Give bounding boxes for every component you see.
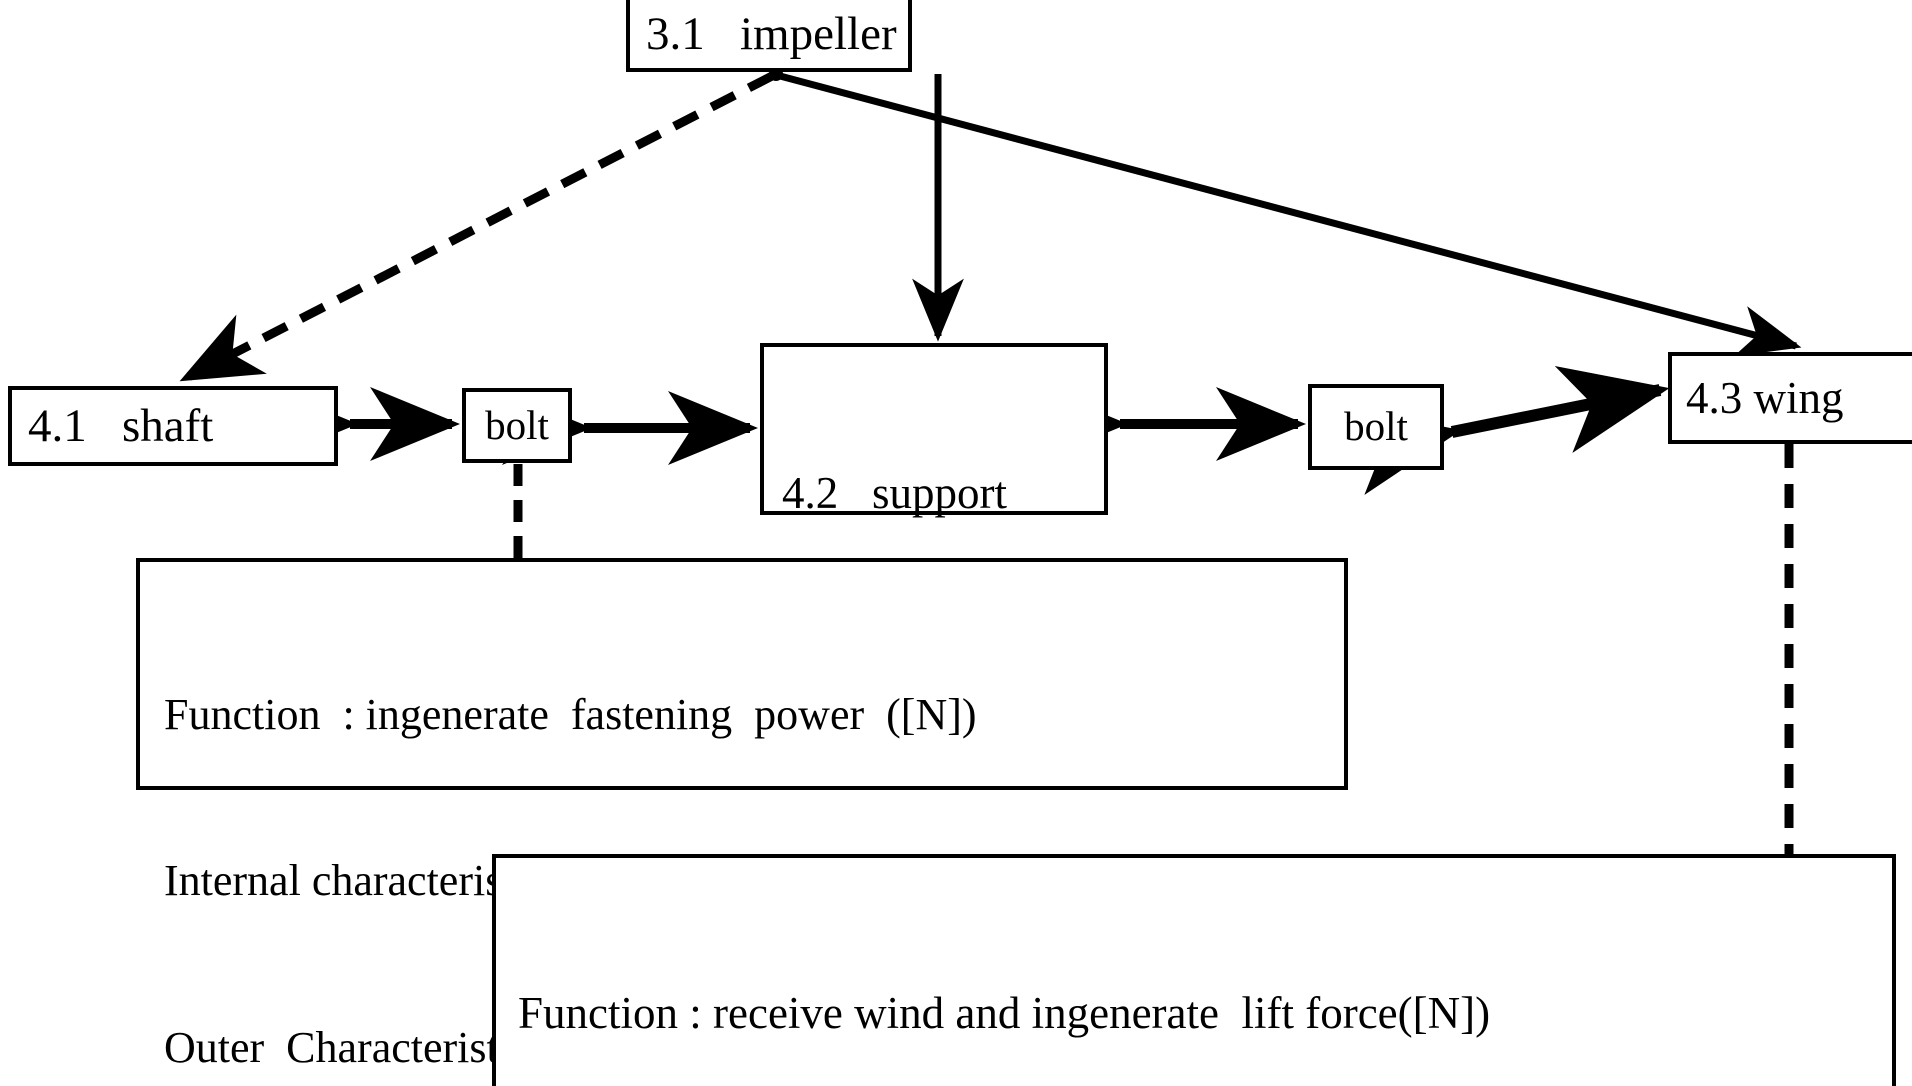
detail-bolt-outer-characteristic: Outer Characteristic : [164,1022,565,1072]
node-bolt-right-label: bolt [1344,403,1408,450]
node-wing[interactable]: 4.3 wing [1668,352,1912,444]
node-impeller-label: 3.1 impeller [646,7,897,60]
node-shaft[interactable]: 4.1 shaft [8,386,338,466]
node-support-beam[interactable]: 4.2 support beam [760,343,1108,669]
edge-impeller-to-shaft [179,71,775,383]
node-shaft-label: 4.1 shaft [28,399,214,452]
edge-impeller-to-wing [779,72,1802,357]
detail-bolt-function: Function : ingenerate fastening power ([… [164,689,977,739]
detail-wing-function: Function : receive wind and ingenerate l… [518,988,1491,1039]
node-impeller[interactable]: 3.1 impeller [626,0,912,72]
edge-bolt-right-wing [1346,365,1670,495]
detail-box-bolt[interactable]: Function : ingenerate fastening power ([… [136,558,1348,1072]
node-bolt-left-label: bolt [485,401,549,448]
node-support-beam-label-line1: 4.2 support [782,467,1007,518]
node-bolt-left[interactable]: bolt [462,388,572,463]
detail-box-wing[interactable]: Function : receive wind and ingenerate l… [492,854,1896,1086]
node-bolt-right[interactable]: bolt [1308,384,1444,470]
node-wing-label: 4.3 wing [1686,372,1844,423]
